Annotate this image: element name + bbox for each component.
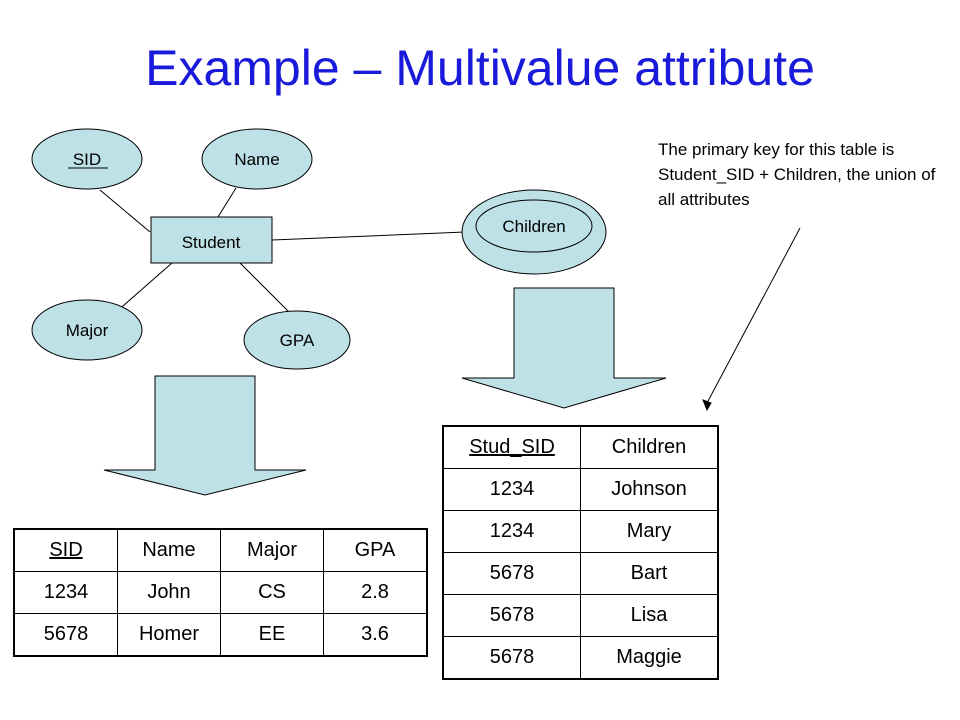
table-cell: EE	[220, 613, 324, 657]
table-cell: Lisa	[580, 594, 719, 637]
name-attribute	[201, 128, 313, 190]
children-attribute-inner	[475, 199, 593, 253]
table-cell: 5678	[13, 613, 118, 657]
sid-attribute-label: SID	[73, 150, 101, 169]
table-row: 1234 Mary	[442, 510, 719, 553]
table-cell: 3.6	[323, 613, 428, 657]
major-attribute	[31, 299, 143, 361]
page-title: Example – Multivalue attribute	[145, 40, 815, 96]
table-cell: 5678	[442, 636, 581, 680]
table-cell: CS	[220, 571, 324, 614]
column-header-gpa: GPA	[323, 528, 428, 572]
children-attribute-label: Children	[502, 217, 565, 236]
column-header-label: SID	[49, 539, 83, 561]
children-table: Stud_SID Children 1234 Johnson 1234 Mary…	[442, 425, 719, 680]
table-cell: 5678	[442, 594, 581, 637]
down-arrow-right	[461, 287, 667, 409]
table-row: 5678 Lisa	[442, 594, 719, 637]
table-cell: 5678	[442, 552, 581, 595]
table-header-row: SID Name Major GPA	[13, 528, 428, 572]
table-row: 5678 Homer EE 3.6	[13, 613, 428, 657]
table-row: 5678 Maggie	[442, 636, 719, 680]
table-cell: Bart	[580, 552, 719, 595]
major-attribute-label: Major	[66, 321, 109, 340]
student-entity	[150, 216, 273, 264]
table-cell: Mary	[580, 510, 719, 553]
table-cell: Johnson	[580, 468, 719, 511]
table-cell: Homer	[117, 613, 221, 657]
note-pointer-line	[706, 227, 801, 404]
column-header-name: Name	[117, 528, 221, 572]
table-cell: 1234	[442, 468, 581, 511]
table-header-row: Stud_SID Children	[442, 425, 719, 469]
primary-key-note: The primary key for this table is Studen…	[658, 140, 936, 209]
gpa-attribute-label: GPA	[280, 331, 315, 350]
sid-connector	[99, 189, 151, 233]
down-arrow-left	[103, 375, 307, 496]
table-row: 1234 John CS 2.8	[13, 571, 428, 614]
sid-attribute	[31, 128, 143, 190]
column-header-children: Children	[580, 425, 719, 469]
column-header-major: Major	[220, 528, 324, 572]
table-row: 5678 Bart	[442, 552, 719, 595]
student-table: SID Name Major GPA 1234 John CS 2.8 5678…	[13, 528, 428, 657]
note-pointer-arrowhead	[702, 399, 712, 412]
student-entity-label: Student	[182, 233, 241, 252]
children-connector	[271, 231, 466, 241]
table-cell: Maggie	[580, 636, 719, 680]
column-header-label: Stud_SID	[469, 436, 555, 458]
table-cell: John	[117, 571, 221, 614]
gpa-connector	[239, 262, 291, 314]
gpa-attribute	[243, 310, 351, 370]
table-cell: 1234	[13, 571, 118, 614]
column-header-sid: SID	[13, 528, 118, 572]
table-cell: 2.8	[323, 571, 428, 614]
table-row: 1234 Johnson	[442, 468, 719, 511]
table-cell: 1234	[442, 510, 581, 553]
major-connector	[114, 262, 173, 314]
column-header-stud-sid: Stud_SID	[442, 425, 581, 469]
name-attribute-label: Name	[234, 150, 279, 169]
name-connector	[217, 187, 237, 218]
